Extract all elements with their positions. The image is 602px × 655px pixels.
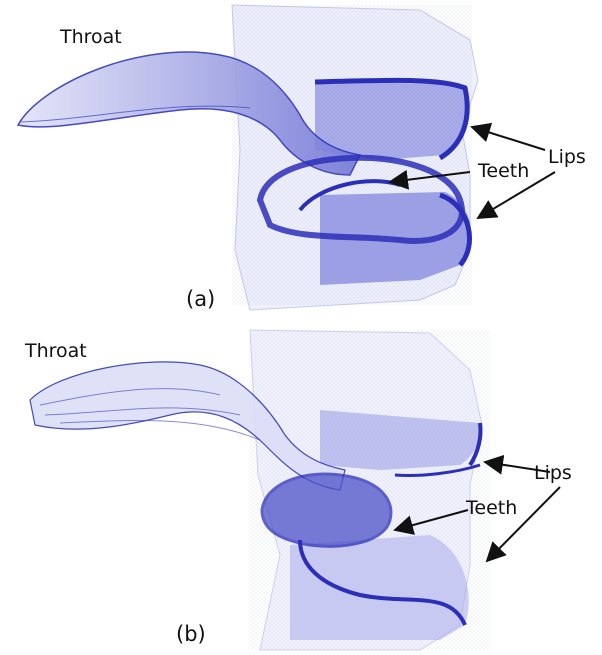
oral-cavity-b <box>262 474 391 546</box>
lower-lip-b <box>290 535 469 640</box>
teeth-label-b: Teeth <box>466 497 517 519</box>
lips-label-a: Lips <box>548 146 586 168</box>
panel-b-figure <box>0 325 602 655</box>
panel-a: Throat Teeth Lips (a) <box>0 0 602 320</box>
throat-label-b: Throat <box>25 340 87 362</box>
upper-lip-a <box>315 80 467 160</box>
throat-label-a: Throat <box>60 26 122 48</box>
caption-a: (a) <box>186 287 215 311</box>
teeth-label-a: Teeth <box>478 160 529 182</box>
arrow-lips-upper-a <box>472 127 545 150</box>
lips-label-b: Lips <box>534 462 572 484</box>
caption-b: (b) <box>176 622 206 646</box>
panel-b: Throat Teeth Lips (b) <box>0 325 602 655</box>
